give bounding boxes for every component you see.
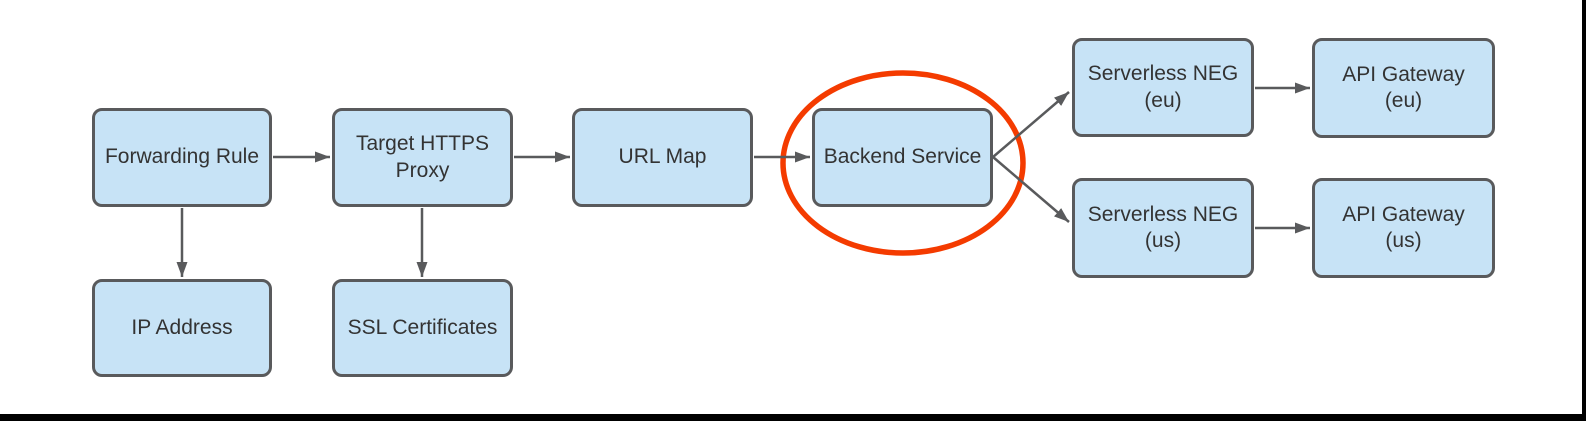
node-api-gateway-us: API Gateway (us): [1312, 178, 1495, 278]
node-target-https-proxy: Target HTTPS Proxy: [332, 108, 513, 207]
arrow-backend-service-to-serverless-neg-us: [992, 156, 1070, 223]
node-forwarding-rule: Forwarding Rule: [92, 108, 272, 207]
node-serverless-neg-us: Serverless NEG (us): [1072, 178, 1254, 278]
arrow-backend-service-to-serverless-neg-eu: [992, 91, 1070, 158]
node-backend-service: Backend Service: [812, 108, 993, 207]
node-ip-address: IP Address: [92, 279, 272, 377]
node-url-map: URL Map: [572, 108, 753, 207]
page-edge-bottom: [0, 414, 1586, 421]
node-serverless-neg-eu: Serverless NEG (eu): [1072, 38, 1254, 137]
page-edge-right: [1582, 0, 1586, 421]
node-ssl-certificates: SSL Certificates: [332, 279, 513, 377]
node-api-gateway-eu: API Gateway (eu): [1312, 38, 1495, 138]
